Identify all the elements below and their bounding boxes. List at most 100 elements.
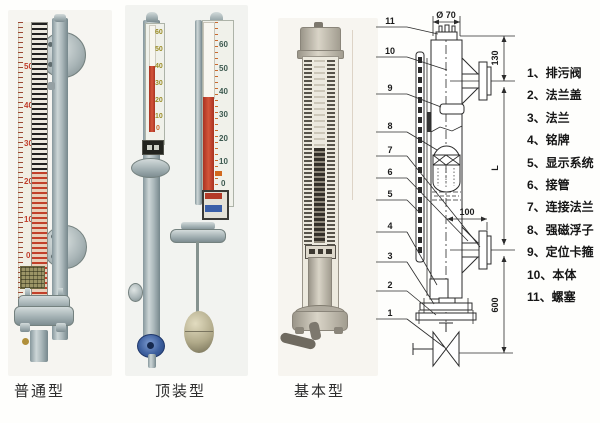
callout-11: 11 [385,16,395,26]
magnetic-float [432,145,461,193]
mount-plate-small [181,222,215,230]
callout-2: 2 [387,280,392,290]
legend-item: 2、法兰盖 [527,88,582,103]
scale-number: 0 [26,251,31,260]
label-normal-type: 普通型 [14,383,66,400]
scale-number: 50 [219,64,228,73]
brand-sticker [202,190,229,220]
gauge-body [430,28,463,322]
scale-number: 30 [155,80,163,87]
drain-fitting [22,338,29,345]
scale-number: 60 [219,40,228,49]
left-gauge-counter [142,140,164,155]
liquid-level-lines [432,191,461,201]
label-basic-type: 基本型 [294,383,346,400]
right-gauge-ticks [215,22,218,202]
right-gauge-empty [203,22,215,99]
scale-number: 10 [219,157,228,166]
legend-item: 5、显示系统 [527,155,594,170]
legend-item: 6、接管 [527,178,570,193]
display-rail [415,51,431,296]
flapper-upper [314,60,325,148]
callout-7: 7 [387,145,392,155]
legend-item: 1、排污阀 [527,66,582,80]
scale-number: 20 [219,134,228,143]
dim-100 [447,216,488,230]
right-tick-band [327,60,335,245]
dim-diameter [432,16,461,36]
legend-item: 3、法兰 [527,110,570,125]
scale-ticks [18,22,23,310]
callout-5: 5 [387,189,392,199]
photo-top-mounted-type: 60 50 40 30 20 10 0 60 50 40 30 20 10 0 [125,5,248,376]
scale-number: 0 [221,179,226,188]
dim-L-label: L [490,165,500,171]
nameplate-box [429,278,449,300]
scale-number: 40 [219,87,228,96]
scale-number: 20 [24,177,33,186]
tube-cap [54,14,66,22]
float-ball [184,311,214,353]
left-gauge-cap [146,12,158,22]
callout-6: 6 [387,167,392,177]
scale-number: 50 [24,62,33,71]
callout-9: 9 [387,83,392,93]
legend-item: 7、连接法兰 [527,200,594,215]
photo-edge-shadow [352,30,353,200]
left-gauge-side-flange [128,283,143,302]
callout-leaders [376,26,481,348]
flange-foot [295,327,304,334]
float-rod [196,241,199,313]
scale-number: 40 [155,63,163,70]
dim-130-label: 130 [490,50,500,65]
legend-item: 4、铭牌 [527,133,570,148]
set-point-marker [215,171,222,176]
technical-diagram: Ø 70 130 L 600 [376,10,515,368]
right-gauge-level-column [203,97,214,202]
legend-item: 10、本体 [527,267,577,282]
dim-diameter-label: Ø 70 [436,10,456,20]
left-gauge-level-column [149,66,155,132]
flange-lug [56,323,66,332]
callout-1: 1 [387,308,392,318]
flapper-level [314,148,325,243]
gauge-body-tube [52,18,68,340]
bottom-flange-lower [14,306,74,326]
nameplate [20,266,45,289]
dim-600-label: 600 [490,297,500,312]
scale-number: 40 [24,101,33,110]
cap-nub [314,22,323,29]
lower-tube [308,257,332,311]
top-plug [433,24,460,41]
dim-100-label: 100 [459,207,474,217]
label-top-mounted-type: 顶装型 [155,383,207,400]
left-gauge-flange [131,158,170,178]
flapper-column-level [31,172,48,311]
scale-number: 60 [155,29,163,36]
stud-bolt [25,288,30,298]
legend-item: 8、强磁浮子 [527,222,594,237]
stud-bolt [58,288,63,298]
scale-number: 30 [219,110,228,119]
legend-item: 11、螺塞 [527,290,576,305]
scale-number: 50 [155,46,163,53]
scale-number: 30 [24,139,33,148]
handwheel-valve [137,334,165,358]
callout-10: 10 [385,46,395,56]
valve-stem [148,354,156,368]
lower-label-box [305,245,336,259]
callout-8: 8 [387,121,392,131]
tube-clip [48,82,55,90]
flange-lug [20,323,30,332]
photo-normal-type: 50 40 30 20 10 0 [8,10,112,376]
flange-foot [334,327,343,334]
bottom-flange-assembly [415,297,477,324]
scale-number-zero: 0 [156,125,160,132]
callout-4: 4 [387,221,392,231]
photo-basic-type [278,18,378,376]
drain-valve-symbol [412,322,460,368]
left-tick-band [304,60,312,245]
upper-nozzle [461,56,492,106]
positioning-clamp [439,103,465,115]
